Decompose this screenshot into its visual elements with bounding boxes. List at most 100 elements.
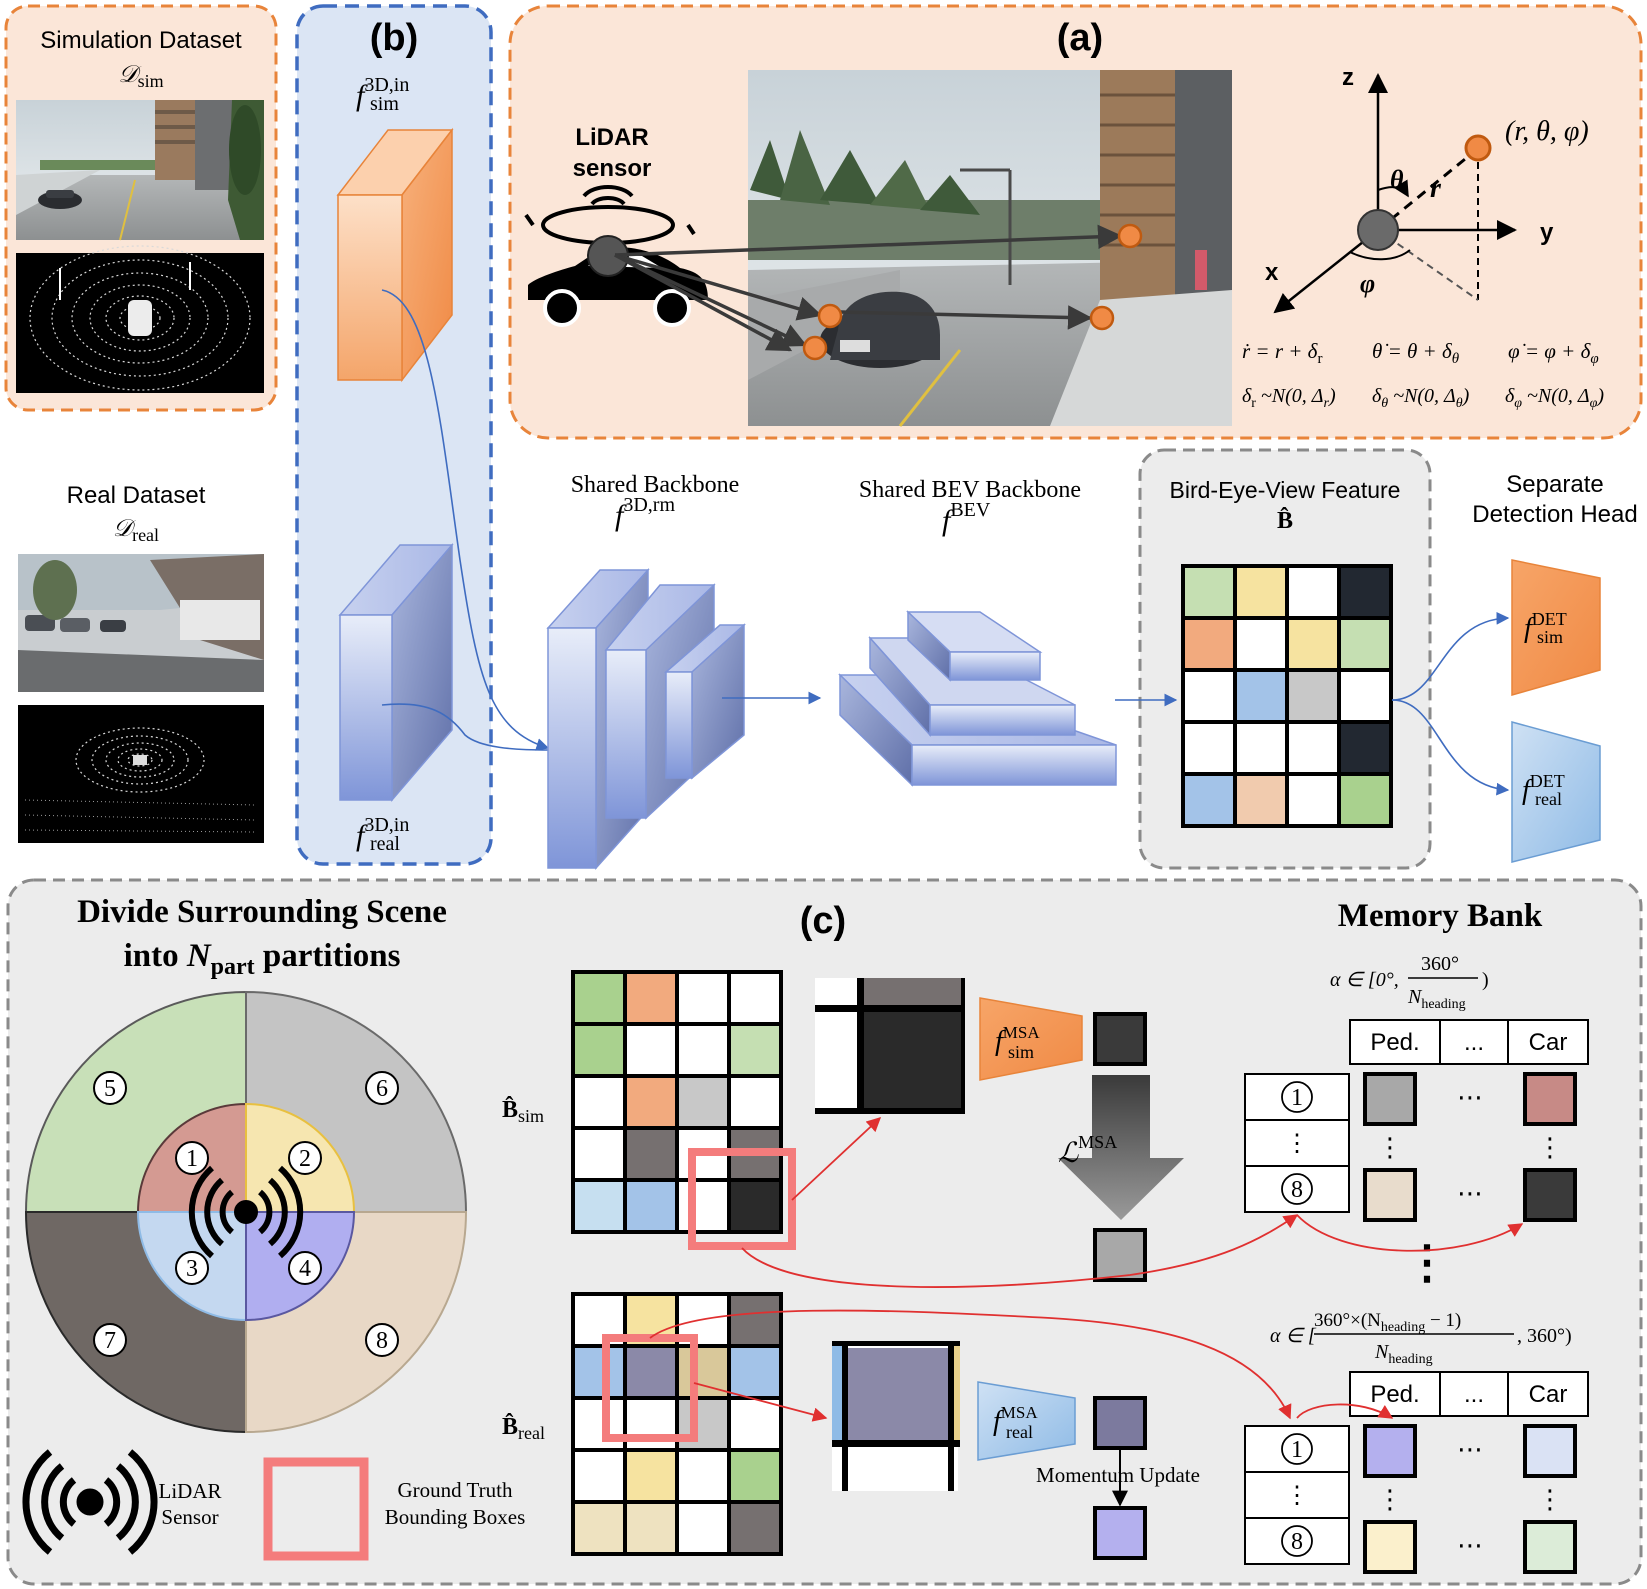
real-point-cloud-image	[18, 705, 264, 843]
memory-bank-hdots: ⋯	[1457, 1435, 1483, 1465]
angle-label-phi: φ	[1360, 269, 1375, 298]
memory-prototype-square	[1363, 1168, 1417, 1222]
svg-text:Nheading: Nheading	[1407, 986, 1466, 1012]
real-dataset-symbol: 𝒟real	[113, 516, 159, 545]
memory-bank-vdots: ⋮	[1377, 1133, 1403, 1163]
partition-label-text: 5	[104, 1076, 116, 1102]
b-real-cell	[727, 1292, 783, 1348]
bev-feature-cell	[1337, 564, 1393, 620]
memory-bank-vdots: ⋮	[1377, 1485, 1403, 1515]
memory-bank-title: Memory Bank	[1338, 898, 1543, 934]
bev-feature-cell	[1337, 772, 1393, 828]
zoom-crop-real	[832, 1341, 960, 1491]
b-real-cell	[623, 1344, 679, 1400]
b-sim-cell	[675, 970, 731, 1026]
b-sim-cell	[675, 1022, 731, 1078]
partition-label-text: 8	[376, 1328, 388, 1354]
svg-text:α ∈ [: α ∈ [	[1270, 1325, 1317, 1347]
bev-feature-cell	[1233, 720, 1289, 776]
memory-bank-row-circle	[1281, 1081, 1313, 1113]
bev-to-sim-head-connector	[1391, 611, 1510, 701]
det-head-title-line2: Detection Head	[1472, 501, 1637, 528]
memory-bank-hdots: ⋯	[1457, 1083, 1483, 1113]
bev-feature-cell	[1337, 720, 1393, 776]
b-sim-cell	[571, 1022, 627, 1078]
memory-bank-row-cell	[1244, 1471, 1350, 1519]
partition-label-circle	[365, 1071, 399, 1105]
b-real-cell	[675, 1500, 731, 1556]
bev-to-real-head-connector	[1391, 699, 1510, 796]
svg-text:Nheading: Nheading	[1374, 1341, 1433, 1367]
svg-text:sim: sim	[1008, 1042, 1034, 1062]
msa-real-head: fMSA real	[977, 1381, 1076, 1461]
b-real-grid	[571, 1292, 783, 1556]
axis-label-y: y	[1540, 219, 1554, 246]
bev-feature-cell	[1285, 564, 1341, 620]
memory-row1-to-ped-arrow	[1296, 1403, 1394, 1419]
momentum-update-label: Momentum Update	[1036, 1463, 1200, 1487]
b-real-label: B̂real	[502, 1413, 545, 1443]
svg-text:real: real	[1006, 1422, 1033, 1442]
memory-bank-vdots: ⋮	[1537, 1485, 1563, 1515]
panel-label-a: (a)	[1057, 17, 1103, 59]
partition-label-circle	[365, 1323, 399, 1357]
partition-label-circle	[93, 1071, 127, 1105]
partition-label-text: 7	[104, 1328, 116, 1354]
f-real-in-sub: real	[370, 833, 400, 855]
msa-real-output-square	[1093, 1396, 1147, 1450]
partition-label-circle	[175, 1251, 209, 1285]
bev-feature-title: Bird-Eye-View Feature	[1170, 477, 1401, 503]
b-sim-cell	[675, 1178, 731, 1234]
radius-label-r: r	[1430, 173, 1442, 204]
b-real-cell	[571, 1500, 627, 1556]
partition-label-text: 4	[299, 1256, 311, 1282]
b-sim-cell	[727, 1022, 783, 1078]
memory-prototype-square	[1523, 1424, 1577, 1478]
bev-feature-cell	[1285, 772, 1341, 828]
b-sim-cell	[675, 1074, 731, 1130]
legend-gt-line1: Ground Truth	[398, 1478, 513, 1502]
partition-label-text: 3	[186, 1256, 198, 1282]
shared-backbone-title: Shared Backbone	[571, 472, 740, 498]
sim-to-backbone-connector	[381, 289, 550, 751]
memory-prototype-square	[1363, 1072, 1417, 1126]
eq-phi-distribution: δφ ~N(0, Δφ)	[1505, 385, 1604, 411]
b-sim-cell	[623, 1022, 679, 1078]
memory-range-1: α ∈ [0°, 360° Nheading )	[1330, 953, 1489, 1012]
svg-text:real: real	[1535, 789, 1562, 809]
b-real-cell	[727, 1344, 783, 1400]
partition-label-text: 2	[299, 1146, 311, 1172]
b-real-cell	[571, 1448, 627, 1504]
partition-label-circle	[288, 1251, 322, 1285]
partition-title-line2: into Npart partitions	[124, 938, 401, 980]
bev-feature-cell	[1285, 616, 1341, 672]
bev-feature-cell	[1285, 668, 1341, 724]
memory-target-square-sim	[1093, 1228, 1147, 1282]
bev-feature-cell	[1285, 720, 1341, 776]
b-sim-cell	[623, 1178, 679, 1234]
legend-lidar-line2: Sensor	[161, 1505, 218, 1529]
bev-feature-cell	[1233, 668, 1289, 724]
legend-gt-line2: Bounding Boxes	[385, 1505, 526, 1529]
memory-bank-row-label: ⋮	[1285, 1131, 1309, 1157]
memory-bank-header-cell	[1349, 1019, 1441, 1065]
b-sim-cell	[571, 1126, 627, 1182]
memory-bank-header-cell	[1507, 1019, 1589, 1065]
partition-title-line1: Divide Surrounding Scene	[77, 894, 447, 930]
real-to-backbone-connector	[381, 703, 549, 751]
partition-label-text: 6	[376, 1076, 388, 1102]
eq-theta-distribution: δθ ~N(0, Δθ)	[1372, 385, 1470, 411]
svg-text:fDET: fDET	[1524, 609, 1567, 644]
b-sim-cell	[623, 1074, 679, 1130]
shared-backbone-f: f3D,rm	[615, 494, 675, 532]
b-sim-cell	[571, 1178, 627, 1234]
memory-row8-to-car-arrow	[1296, 1214, 1524, 1252]
b-real-cell	[571, 1344, 627, 1400]
panel-label-c: (c)	[800, 900, 846, 942]
memory-bank-row-label: 1	[1291, 1437, 1303, 1463]
gt-box-legend-icon	[263, 1457, 369, 1561]
msa-sim-head: fMSA sim	[979, 997, 1083, 1081]
